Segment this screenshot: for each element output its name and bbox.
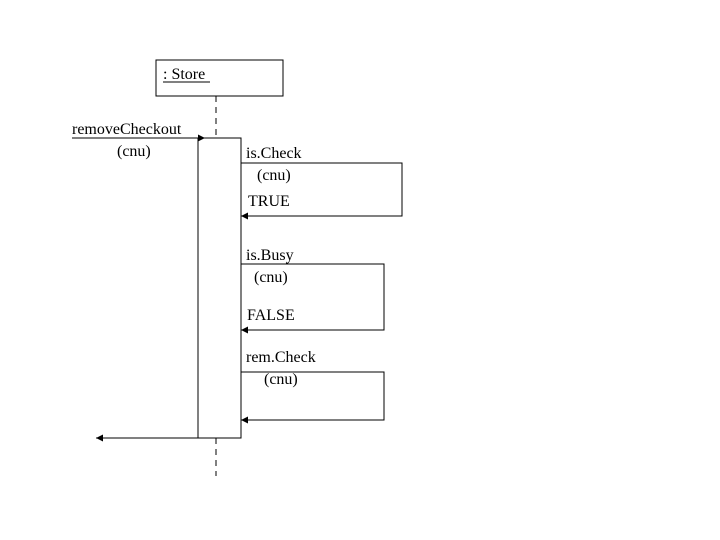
object-box-store[interactable] [155,59,284,97]
call2-arg: (cnu) [254,269,288,286]
self-call-rem-check[interactable] [241,371,385,424]
call1-result: TRUE [248,193,290,210]
call3-arg: (cnu) [264,371,298,388]
call3-name: rem.Check [246,349,316,366]
self-call-is-busy[interactable] [241,263,385,334]
incoming-message-arg: (cnu) [117,143,151,160]
call2-name: is.Busy [246,247,294,264]
activation-bar[interactable] [197,137,242,439]
call1-name: is.Check [246,145,302,162]
incoming-message-name: removeCheckout [72,121,182,138]
call2-result: FALSE [247,307,295,324]
object-name-label: : Store [163,66,206,83]
self-call-is-check[interactable] [241,162,403,220]
call1-arg: (cnu) [257,167,291,184]
